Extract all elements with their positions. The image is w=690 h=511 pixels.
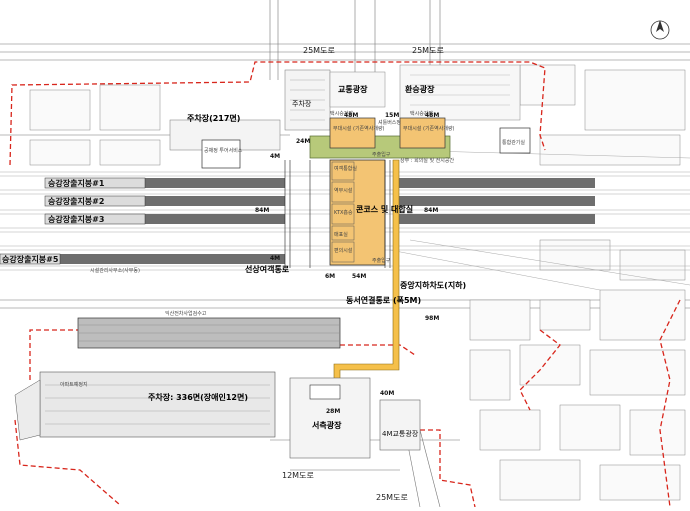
- dim-40: 40M: [380, 390, 394, 397]
- ktx-label: KTX흡승: [334, 209, 353, 216]
- existing-building-label: 통합관기실: [502, 139, 525, 146]
- underpass-label: 중앙지하차도(지하): [400, 280, 466, 290]
- ticketing-label: 매표실: [334, 231, 348, 238]
- platform-label-box-2: [44, 195, 146, 207]
- existing-control-building: [499, 127, 531, 154]
- public-service-label: 공채정 투어서비스: [204, 147, 243, 154]
- road-label-bottom-right: 25M도로: [376, 493, 408, 502]
- dim-48-left: 48M: [344, 112, 358, 119]
- dim-24: 24M: [296, 138, 310, 145]
- passage-label: 동서연결통로 (폭5M): [346, 295, 421, 305]
- platform-label-box-1: [44, 177, 146, 189]
- maintenance-depot: [77, 317, 341, 349]
- dim-98: 98M: [425, 315, 439, 322]
- maintenance-office-label: 시설관리사무소(사무동): [90, 267, 140, 274]
- sub-facility-left-label: 부대시설 (기존역사개량): [333, 125, 385, 132]
- dim-15: 15M: [385, 112, 399, 119]
- track-label-3: 승강장출지붕#3: [48, 214, 104, 224]
- main-entrance-2-label: 주출입구: [372, 257, 391, 264]
- platform-label-box-5: [0, 253, 61, 265]
- sub-facility-right: [399, 117, 446, 149]
- road-label-top-right: 25M도로: [412, 46, 444, 55]
- sub-facility-left: [329, 117, 376, 149]
- concourse-internal-walls: [331, 161, 355, 263]
- dim-84-right: 84M: [424, 207, 438, 214]
- apartment-label: 아파트예정지: [60, 381, 88, 388]
- plaza-zone: [329, 64, 521, 121]
- concourse-building: [329, 159, 386, 266]
- city-blocks: [29, 64, 686, 501]
- west-plaza-label: 서측광장: [312, 420, 342, 430]
- public-service-building: [201, 139, 241, 169]
- west-plaza-zone: [289, 377, 421, 459]
- south-parking-label: 주차장: 336면(장애인12면): [148, 392, 248, 402]
- platform-label-box-3: [44, 213, 146, 225]
- dim-54: 54M: [352, 273, 366, 280]
- dim-48-right: 48M: [425, 112, 439, 119]
- concourse-label: 콘코스 및 대합실: [356, 204, 413, 214]
- taxi-right-label: 택시승강장: [410, 110, 433, 117]
- north-parking-label: 주차장(217면): [187, 113, 240, 123]
- track-label-5: 승강장출지붕#5: [2, 254, 59, 264]
- dim-4-upper: 4M: [270, 153, 280, 160]
- transfer-plaza-label: 환승광장: [405, 84, 435, 94]
- ticket-room-label: 여객통합실: [334, 165, 357, 172]
- south-parking-lot: [14, 371, 276, 441]
- main-entrance-label: 주출입구: [372, 151, 391, 158]
- dim-6: 6M: [325, 273, 335, 280]
- small-parking-label: 주차장: [292, 99, 312, 108]
- upper-floor-note: 상부 : 회의실 및 전시공간: [400, 157, 454, 164]
- dim-28: 28M: [326, 408, 340, 415]
- platforms: [0, 178, 595, 264]
- shuttle-label: 셔틀버스정: [378, 119, 401, 126]
- dim-84-left: 84M: [255, 207, 269, 214]
- traffic-plaza-label: 교통광장: [338, 84, 368, 94]
- track-label-2: 승강장출지붕#2: [48, 196, 104, 206]
- plaza-east-label: 4M교통광장: [382, 429, 419, 438]
- depot-label: 익산전차사업검수고: [165, 310, 207, 317]
- road-label-top-left: 25M도로: [303, 46, 335, 55]
- taxi-left-label: 택시승강장: [330, 110, 353, 117]
- sub-facility-right-label: 부대시설 (기존역사개량): [403, 125, 455, 132]
- convenience-label: 편의시설: [334, 247, 353, 254]
- station-passage-lines: [284, 160, 391, 268]
- dim-4-lower: 4M: [270, 255, 280, 262]
- station-service-label: 역무시설: [334, 187, 353, 194]
- station-passage-label: 선상여객통로: [245, 264, 290, 274]
- compass-icon: [650, 20, 670, 40]
- track-label-1: 승강장출지붕#1: [48, 178, 105, 188]
- road-label-bottom-mid: 12M도로: [282, 471, 314, 480]
